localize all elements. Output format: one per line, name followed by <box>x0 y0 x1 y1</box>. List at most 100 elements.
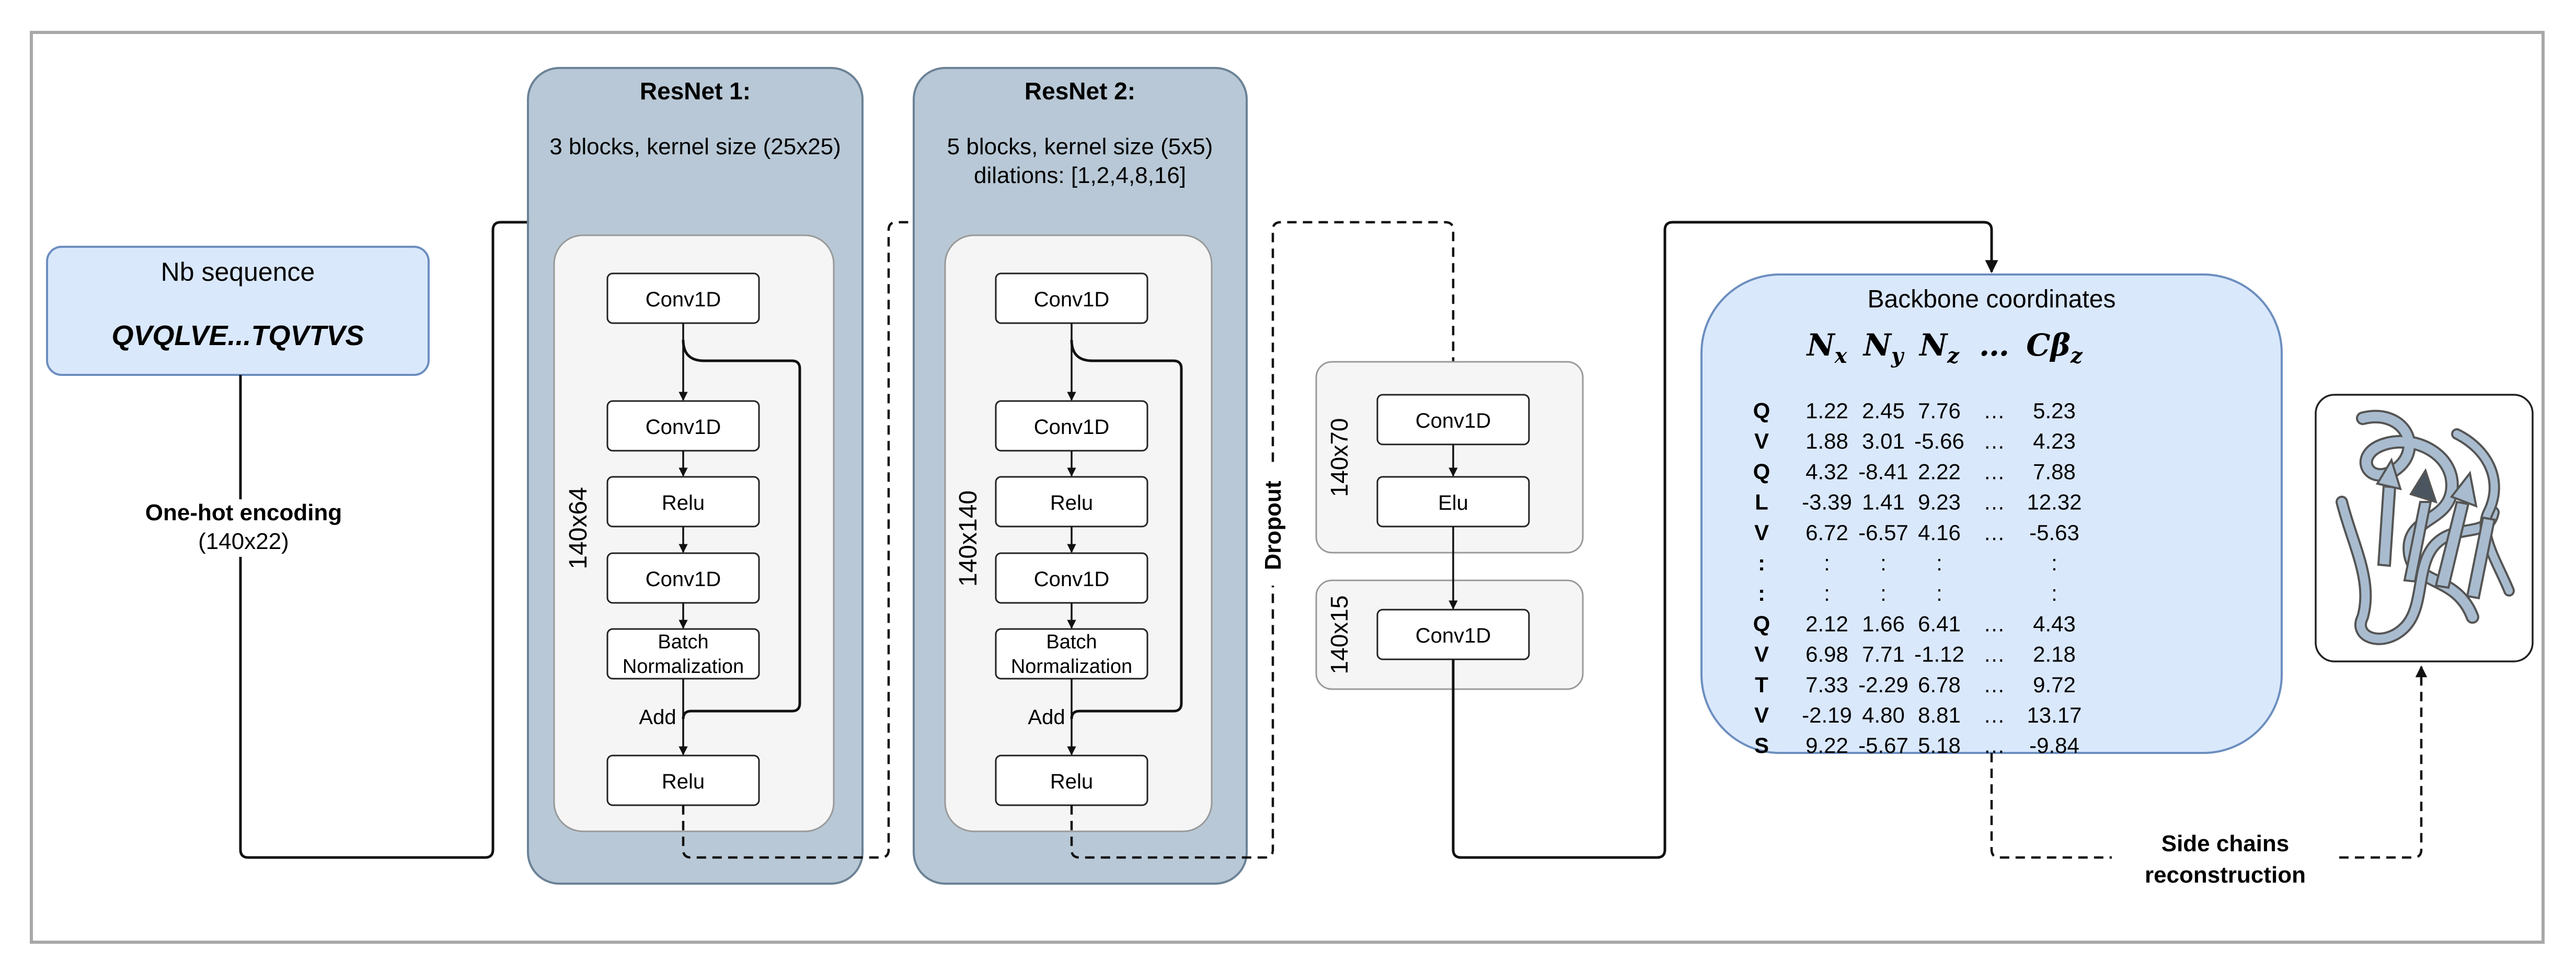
coords-cell: … <box>1983 611 2005 636</box>
resnet1-inner <box>553 234 835 832</box>
coords-title: Backbone coordinates <box>1868 285 2116 313</box>
resnet1-subtitle: 3 blocks, kernel size (25x25) <box>549 134 841 159</box>
resnet2-relu-a-label: Relu <box>1050 491 1093 514</box>
coords-cell: … <box>1983 733 2005 758</box>
coords-header-3: … <box>1979 327 2009 363</box>
coords-residue: : <box>1758 581 1765 605</box>
connector-dense-coords <box>1452 221 1998 859</box>
coords-cell: 7.76 <box>1918 398 1961 423</box>
coords-cell: -5.63 <box>2029 520 2079 545</box>
resnet1-conv1d-b-label: Conv1D <box>646 416 721 439</box>
encoding-shape: (140x22) <box>198 529 289 554</box>
coords-cell: … <box>1983 672 2005 697</box>
coords-cell: 9.23 <box>1918 490 1961 514</box>
coords-cell: 9.22 <box>1806 733 1848 758</box>
coords-cell: 5.23 <box>2033 398 2076 423</box>
resnet2-conv1d-a-label: Conv1D <box>1034 288 1110 311</box>
coords-cell: … <box>1983 398 2005 423</box>
resnet2-title: ResNet 2: <box>1025 77 1135 105</box>
coords-cell: 2.12 <box>1806 611 1848 636</box>
dropout-label: Dropout <box>1260 481 1286 570</box>
coords-cell: : <box>1824 581 1830 605</box>
coords-cell: 6.78 <box>1918 672 1961 697</box>
coords-header-1: Ny <box>1862 327 1905 368</box>
resnet1-relu-b-label: Relu <box>662 770 705 793</box>
coords-cell: : <box>1880 551 1887 575</box>
resnet2-relu-b-label: Relu <box>1050 770 1093 793</box>
coords-cell: -3.39 <box>1802 490 1852 514</box>
resnet2-inner <box>944 234 1213 832</box>
dense-elu-label: Elu <box>1438 491 1468 514</box>
coords-cell: 12.32 <box>2027 490 2082 514</box>
resnet2-block: ResNet 2: 5 blocks, kernel size (5x5) di… <box>913 67 1248 885</box>
coords-cell: 4.16 <box>1918 520 1961 545</box>
coords-cell: 4.80 <box>1862 703 1905 727</box>
coords-header-0: Nx <box>1806 327 1848 368</box>
coords-residue: L <box>1755 490 1768 514</box>
side-chains-label-2: reconstruction <box>2145 862 2306 888</box>
resnet2-add-label: Add <box>1028 706 1065 729</box>
coords-cell: 6.72 <box>1806 520 1848 545</box>
coords-cell: -6.57 <box>1858 520 1908 545</box>
coords-cell: -5.67 <box>1858 733 1908 758</box>
resnet2-batchnorm-label-2: Normalization <box>1011 656 1132 678</box>
protein-structure <box>2315 394 2534 662</box>
resnet2-dim: 140x140 <box>954 490 982 587</box>
coords-cell: 5.18 <box>1918 733 1961 758</box>
nb-sequence-box: Nb sequence QVQLVE...TQVTVS <box>46 246 430 376</box>
coords-cell: 9.72 <box>2033 672 2076 697</box>
coords-cell: … <box>1983 429 2005 453</box>
coords-cell: 6.41 <box>1918 611 1961 636</box>
coords-cell: -2.19 <box>1802 703 1852 727</box>
coords-residue: Q <box>1753 611 1770 636</box>
dense-conv1d-final-label: Conv1D <box>1416 624 1491 647</box>
coords-residue: V <box>1754 429 1769 453</box>
dense-block-2: 140x15 Conv1D <box>1315 579 1584 690</box>
nb-sequence-title: Nb sequence <box>161 257 315 287</box>
dense-block-1-dim: 140x70 <box>1326 418 1353 497</box>
coords-cell: 4.32 <box>1806 459 1848 484</box>
coords-cell: 6.98 <box>1806 642 1848 667</box>
coords-residue: : <box>1758 551 1765 575</box>
coords-cell: -9.84 <box>2029 733 2079 758</box>
connector-side-chains <box>1990 667 2421 859</box>
coords-cell: 13.17 <box>2027 703 2082 727</box>
dense-conv1d-label: Conv1D <box>1416 409 1491 432</box>
coords-cell: 4.23 <box>2033 429 2076 453</box>
coords-residue: V <box>1754 703 1769 727</box>
resnet1-relu-a-label: Relu <box>662 491 705 514</box>
coords-cell: -8.41 <box>1858 459 1908 484</box>
coords-cell: 1.88 <box>1806 429 1848 453</box>
coords-cell: 2.18 <box>2033 642 2076 667</box>
coords-residue: Q <box>1753 398 1770 423</box>
coords-cell: 7.71 <box>1862 642 1905 667</box>
connector-resnet1-resnet2 <box>682 221 1078 859</box>
resnet1-add-label: Add <box>639 706 676 729</box>
coords-residue: S <box>1754 733 1769 758</box>
coords-cell: … <box>1983 520 2005 545</box>
coords-cell: : <box>2051 551 2057 575</box>
coords-cell: -5.66 <box>1914 429 1964 453</box>
side-chains-label-1: Side chains <box>2161 831 2290 856</box>
nb-sequence-value: QVQLVE...TQVTVS <box>111 320 364 351</box>
resnet1-batchnorm-label-1: Batch <box>658 631 708 653</box>
coords-residue: V <box>1754 642 1769 667</box>
coords-header-2: Nz <box>1918 327 1960 368</box>
resnet2-conv1d-c-label: Conv1D <box>1034 568 1110 591</box>
coords-cell: … <box>1983 642 2005 667</box>
dense-block-2-dim: 140x15 <box>1326 596 1353 674</box>
coords-residue: T <box>1755 672 1768 697</box>
coords-cell: 2.45 <box>1862 398 1905 423</box>
coords-cell: 1.66 <box>1862 611 1905 636</box>
encoding-label: One-hot encoding <box>145 500 342 525</box>
coords-cell: 3.01 <box>1862 429 1905 453</box>
resnet1-batchnorm-label-2: Normalization <box>623 656 744 678</box>
coords-cell: … <box>1983 459 2005 484</box>
coords-cell: -1.12 <box>1914 642 1964 667</box>
coords-cell: … <box>1983 490 2005 514</box>
resnet1-block: ResNet 1: 3 blocks, kernel size (25x25) … <box>527 67 864 885</box>
coords-cell: : <box>1936 551 1942 575</box>
